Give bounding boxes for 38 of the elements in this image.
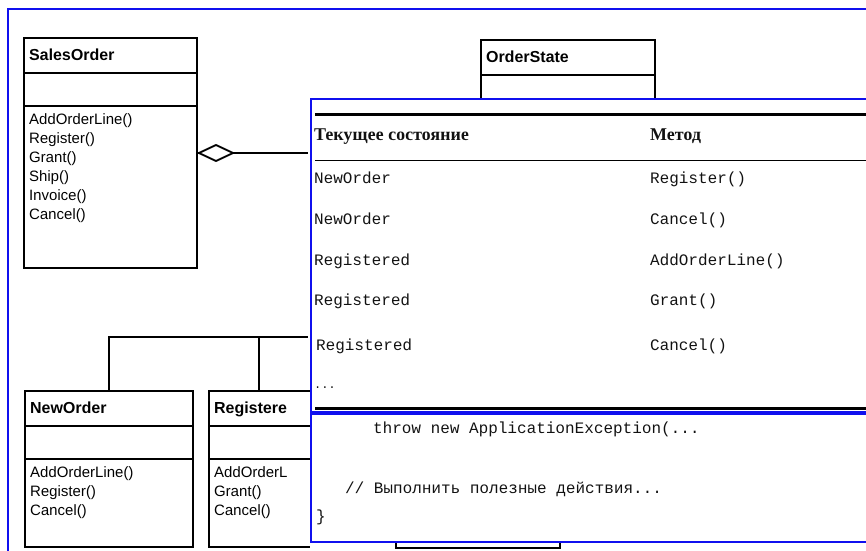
- class-box: [24, 390, 194, 548]
- method-name: Grant(): [214, 482, 263, 501]
- code-line: }: [316, 508, 326, 526]
- method-name: Register(): [29, 129, 96, 148]
- method-name: Cancel(): [29, 205, 87, 224]
- table-cell: Grant(): [650, 292, 718, 310]
- table-cell: ...: [314, 378, 336, 392]
- class-name: NewOrder: [30, 400, 106, 417]
- class-box: [480, 39, 656, 99]
- method-name: Ship(): [29, 167, 70, 186]
- column-header: Текущее состояние: [314, 124, 469, 145]
- method-name: AddOrderLine(): [29, 110, 134, 129]
- method-name: Invoice(): [29, 186, 88, 205]
- class-box: [208, 390, 310, 548]
- connector-line: [258, 336, 308, 390]
- class-name: OrderState: [486, 49, 569, 66]
- table-cell: NewOrder: [314, 170, 391, 188]
- method-name: Cancel(): [214, 501, 272, 520]
- class-name: Registere: [214, 400, 287, 417]
- table-cell: Register(): [650, 170, 746, 188]
- table-cell: AddOrderLine(): [650, 252, 784, 270]
- method-name: Cancel(): [30, 501, 88, 520]
- method-name: AddOrderL: [214, 463, 288, 482]
- class-box: [23, 37, 198, 269]
- method-name: AddOrderLine(): [30, 463, 134, 482]
- table-cell: NewOrder: [314, 211, 391, 229]
- table-cell: Registered: [316, 337, 412, 355]
- table-cell: Cancel(): [650, 211, 727, 229]
- table-cell: Registered: [314, 292, 410, 310]
- code-line: throw new ApplicationException(...: [373, 420, 700, 438]
- table-cell: Registered: [314, 252, 410, 270]
- method-name: Grant(): [29, 148, 78, 167]
- column-header: Метод: [650, 124, 701, 145]
- code-line: // Выполнить полезные действия...: [345, 480, 662, 498]
- aggregation-line: [198, 144, 308, 162]
- table-cell: Cancel(): [650, 337, 727, 355]
- method-name: Register(): [30, 482, 97, 501]
- class-name: SalesOrder: [29, 47, 114, 64]
